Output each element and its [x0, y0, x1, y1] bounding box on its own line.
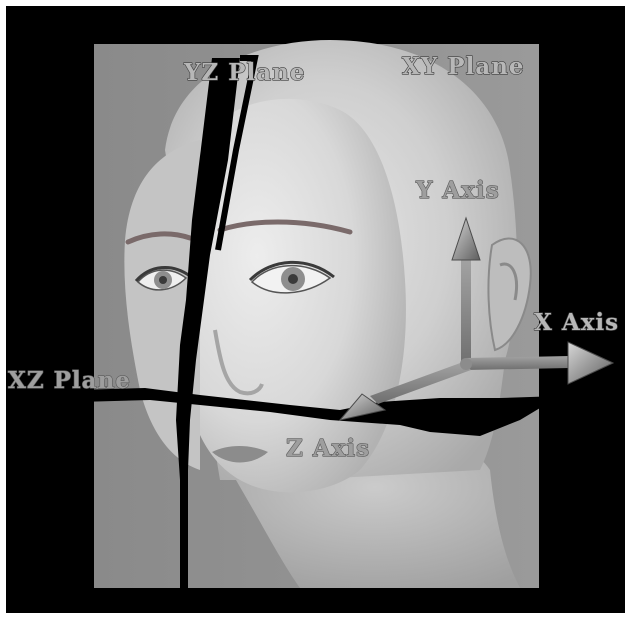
x-axis-arrowhead: [568, 342, 613, 384]
z-axis-label: Z Axis: [286, 435, 370, 462]
xy-plane-label: XY Plane: [402, 53, 525, 80]
x-axis-shaft: [466, 356, 570, 370]
origin-point: [460, 358, 472, 370]
x-axis-label: X Axis: [534, 309, 619, 336]
xz-plane-label: XZ Plane: [8, 367, 131, 394]
y-axis-label: Y Axis: [415, 177, 500, 204]
yz-plane-label: YZ Plane: [183, 59, 306, 86]
y-axis-shaft: [461, 258, 471, 367]
